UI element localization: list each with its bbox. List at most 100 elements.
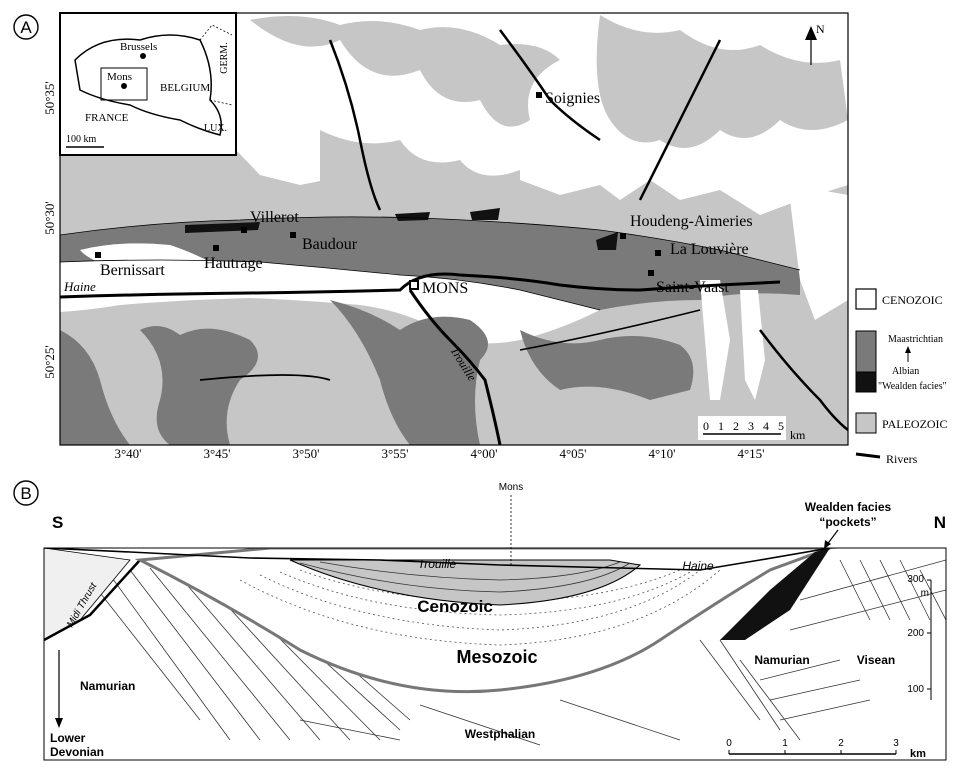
inset-scale: 100 km <box>66 134 97 145</box>
brussels-dot <box>140 53 146 59</box>
scale-tick-5: 5 <box>778 419 784 433</box>
town-houdeng: Houdeng-Aimeries <box>630 213 753 230</box>
north-arrow: N <box>805 22 825 65</box>
map-scale-bar: 0 1 2 3 4 5 km <box>698 416 806 442</box>
la-louviere-marker <box>655 250 661 256</box>
legend-paleozoic: PALEOZOIC <box>882 417 948 431</box>
namurian-left-label: Namurian <box>80 679 135 693</box>
cenozoic-strata <box>299 561 631 593</box>
wealden-pocket <box>720 548 830 640</box>
map-legend: CENOZOIC Maastrichtian Albian "Wealden f… <box>855 288 948 466</box>
lon-label-3: 3°50' <box>292 446 319 461</box>
mesozoic-label: Mesozoic <box>456 647 537 667</box>
town-la-louviere: La Louvière <box>670 241 749 258</box>
mesozoic-strata <box>239 569 721 646</box>
legend-albian: Albian <box>892 366 919 377</box>
legend-paleozoic-swatch <box>855 412 877 434</box>
fault-line <box>199 374 331 381</box>
soignies-marker <box>536 92 542 98</box>
mesozoic-south-lobe-4 <box>520 330 694 400</box>
paleozoic-inlier-2 <box>596 15 848 148</box>
cenozoic-label: Cenozoic <box>417 597 493 616</box>
scale-tick-4: 4 <box>763 419 769 433</box>
town-mons: MONS <box>422 280 468 297</box>
river-se <box>759 329 848 431</box>
cenozoic-valley-2 <box>740 290 765 400</box>
legend-arrow-head <box>905 346 911 353</box>
inset-belgium: BELGIUM <box>160 82 210 94</box>
mesozoic-boundary-south <box>60 259 601 311</box>
wealden-pocket-2 <box>395 212 430 221</box>
senne-river <box>498 29 601 142</box>
south-label: S <box>52 513 63 532</box>
inset-france: FRANCE <box>85 112 129 124</box>
legend-rivers-line <box>855 452 881 459</box>
section-scale-label-2: 2 <box>838 738 844 749</box>
river-ne <box>638 39 722 201</box>
paleozoic-inlier-1 <box>250 16 560 127</box>
legend-rivers: Rivers <box>886 452 918 466</box>
midi-thrust-line <box>44 559 141 642</box>
towns: Soignies Villerot Baudour Hautrage Berni… <box>95 90 753 297</box>
legend-maastrichtian: Maastrichtian <box>888 334 943 345</box>
panel-a-circle <box>13 14 39 40</box>
north-arrow-head <box>805 26 817 40</box>
devonian-arrow-head <box>55 718 63 728</box>
mesozoic-basin <box>134 548 831 694</box>
mons-dot <box>121 83 127 89</box>
inset-brussels: Brussels <box>120 41 157 53</box>
inset-germany: GERM. <box>219 42 230 73</box>
north-label: N <box>816 22 825 36</box>
legend-wealden-swatch <box>855 371 877 393</box>
graticule: 50°35' 50°30' 50°25' 3°40' 3°45' 3°50' 3… <box>42 81 765 461</box>
wealden-pocket-4 <box>596 232 618 250</box>
lat-label-1: 50°35' <box>42 81 57 115</box>
scale-tick-2: 2 <box>733 419 739 433</box>
lon-label-6: 4°05' <box>559 446 586 461</box>
ground-surface <box>44 548 946 571</box>
town-bernissart: Bernissart <box>100 262 165 279</box>
wealden-label-2: “pockets” <box>819 515 876 529</box>
cenozoic-valley-1 <box>700 280 730 400</box>
mesozoic-south-lobe-2 <box>140 326 258 445</box>
lower-label: Lower <box>50 731 86 745</box>
river-haine-label: Haine <box>63 279 96 294</box>
section-scale-unit: km <box>910 748 926 760</box>
map-frame <box>59 12 849 446</box>
trouille-river <box>408 289 502 445</box>
depth-label-100: 100 <box>907 684 924 695</box>
section-scale-label-0: 0 <box>726 738 732 749</box>
depth-scale: 300 m 200 100 <box>907 574 932 700</box>
panel-a-label: A <box>20 18 32 37</box>
cenozoic-east <box>790 190 848 320</box>
houdeng-marker <box>620 233 626 239</box>
lon-label-2: 3°45' <box>203 446 230 461</box>
lon-label-8: 4°15' <box>737 446 764 461</box>
section-scale-label-1: 1 <box>782 738 788 749</box>
westphalian-label: Westphalian <box>465 727 535 741</box>
hautrage-marker <box>213 245 219 251</box>
inset-mons: Mons <box>107 71 132 83</box>
visean-label: Visean <box>857 653 895 667</box>
villerot-marker <box>241 227 247 233</box>
lon-label-7: 4°10' <box>648 446 675 461</box>
section-scale-label-3: 3 <box>893 738 899 749</box>
town-villerot: Villerot <box>250 209 299 226</box>
bernissart-marker <box>95 252 101 258</box>
town-soignies: Soignies <box>545 90 600 107</box>
wealden-arrow-head <box>824 540 831 549</box>
town-baudour: Baudour <box>302 236 358 253</box>
town-saint-vaast: Saint-Vaast <box>656 279 729 296</box>
wealden-label-1: Wealden facies <box>805 500 892 514</box>
belgium-outline <box>74 34 222 136</box>
lon-label-5: 4°00' <box>470 446 497 461</box>
legend-cenozoic: CENOZOIC <box>882 293 943 307</box>
scale-bg <box>698 416 786 440</box>
scale-tick-3: 3 <box>748 419 754 433</box>
haine-river <box>60 272 781 299</box>
legend-cenozoic-swatch <box>855 288 877 310</box>
lon-label-1: 3°40' <box>114 446 141 461</box>
panel-b-circle <box>13 480 39 506</box>
baudour-marker <box>290 232 296 238</box>
